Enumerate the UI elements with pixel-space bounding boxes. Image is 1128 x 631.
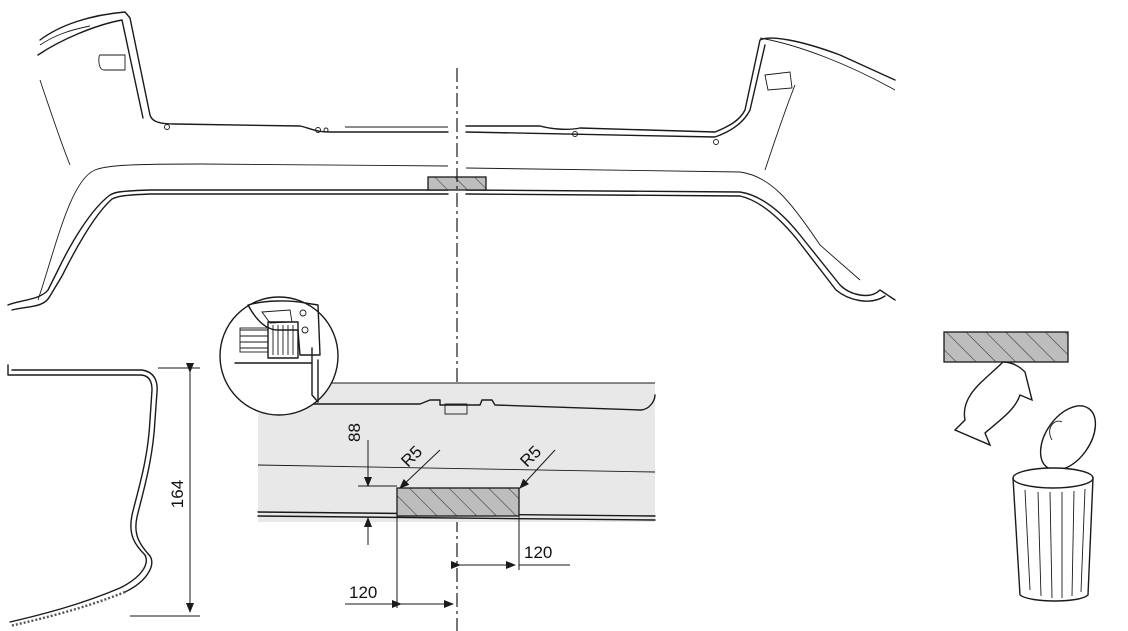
bumper-profile-section: 164: [7, 363, 200, 628]
removed-piece: [943, 331, 1069, 363]
cutout-area-detail: [396, 487, 520, 517]
detail-cut-view: 88 R5 R5 120 120: [257, 382, 656, 608]
bumper-overview: [7, 11, 896, 311]
offset-right-label: 120: [524, 543, 552, 562]
jigsaw-tool-icon: [219, 296, 339, 416]
offset-left-label: 120: [349, 583, 377, 602]
dimension-164-label: 164: [168, 480, 187, 508]
dimension-88-label: 88: [345, 423, 364, 442]
trash-bin-icon: [943, 331, 1097, 602]
